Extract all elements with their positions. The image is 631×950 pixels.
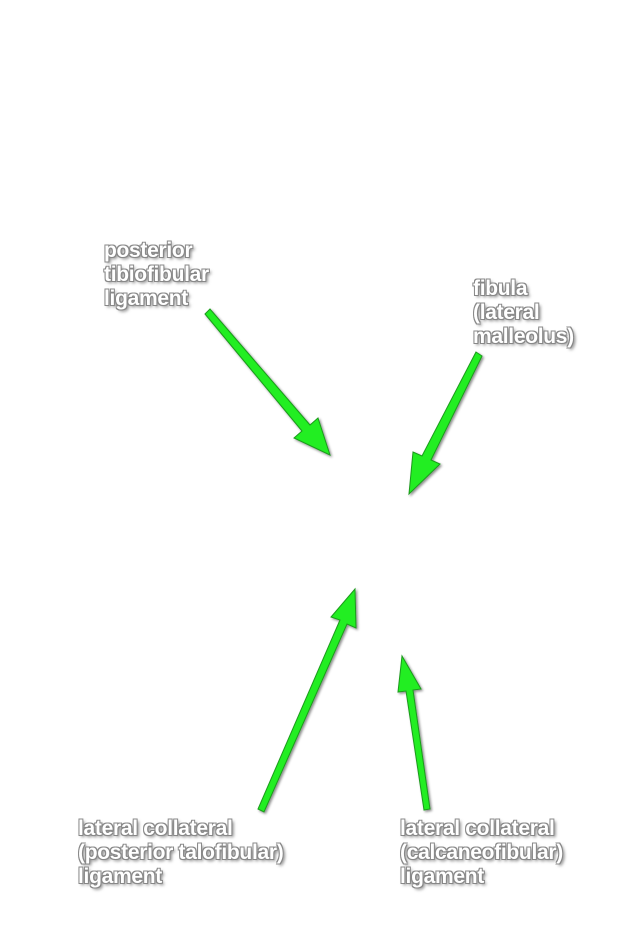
label-lateral-collateral-calcaneofibular: lateral collateral (calcaneofibular) lig… [400,817,563,889]
arrow-shape [204,308,331,456]
label-line: (calcaneofibular) [400,841,563,864]
label-line: lateral collateral [78,817,233,840]
label-line: (posterior talofibular) [78,841,284,864]
label-line: ligament [104,287,188,310]
arrow-fibula [408,351,483,496]
arrow-lateral-collateral-posterior [257,587,357,813]
label-posterior-tibiofibular-ligament: posterior tibiofibular ligament [104,239,209,311]
label-line: ligament [78,865,162,888]
arrow-lateral-collateral-calcaneo [397,654,431,811]
label-fibula: fibula (lateral malleolus) [473,277,574,349]
label-line: ligament [400,865,484,888]
label-line: malleolus) [473,325,574,348]
label-line: lateral collateral [400,817,555,840]
label-line: fibula [473,277,528,300]
arrow-shape [408,351,483,496]
label-line: posterior [104,239,193,262]
label-lateral-collateral-posterior-talofibular: lateral collateral (posterior talofibula… [78,817,284,889]
label-line: (lateral [473,301,540,324]
arrow-shape [397,654,431,811]
label-line: tibiofibular [104,263,209,286]
arrow-shape [257,587,357,813]
arrow-posterior-tibiofibular [204,308,331,456]
